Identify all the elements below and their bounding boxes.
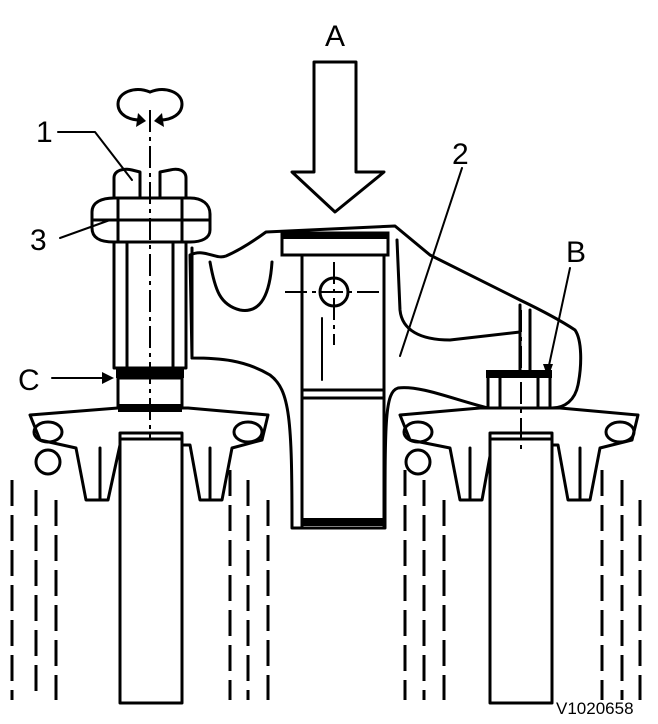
adjusting-screw-assembly xyxy=(90,110,212,440)
left-valve-retainer xyxy=(28,406,270,502)
right-rocker-foot xyxy=(486,310,552,450)
label-a: A xyxy=(325,20,345,53)
leader-lines xyxy=(51,131,571,384)
force-arrow-a xyxy=(290,60,386,214)
label-2: 2 xyxy=(452,138,469,171)
central-plunger xyxy=(280,231,390,530)
label-b: B xyxy=(566,236,586,269)
label-3: 3 xyxy=(30,224,47,257)
right-valve-retainer xyxy=(398,406,640,502)
rotation-arrow-icon xyxy=(116,88,184,127)
figure-code: V1020658 xyxy=(556,699,634,718)
label-c: C xyxy=(18,364,40,397)
valve-stems xyxy=(118,431,554,705)
label-1: 1 xyxy=(36,116,53,149)
dashed-hidden-lines xyxy=(10,470,642,700)
